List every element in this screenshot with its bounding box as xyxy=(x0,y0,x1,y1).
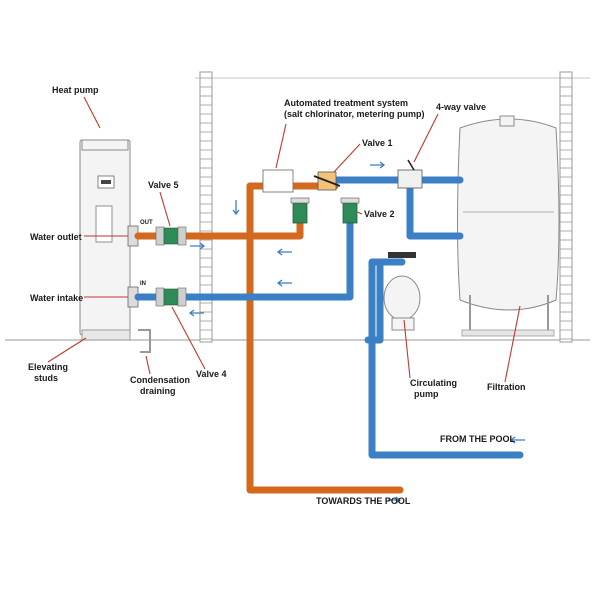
leader-circulating-pump xyxy=(403,319,411,379)
leader-valve-5 xyxy=(159,191,171,227)
filtration-tank xyxy=(457,115,560,337)
bypass-valve xyxy=(290,197,310,224)
label-valve-4: Valve 4 xyxy=(196,369,227,379)
label-from-the-pool: FROM THE POOL xyxy=(440,434,515,444)
in-tag: IN xyxy=(140,281,146,287)
label-condensation-draining: Condensation draining xyxy=(130,375,193,396)
valve-4 xyxy=(155,287,187,307)
valve-2 xyxy=(340,197,360,224)
label-circulating-pump: Circulating pump xyxy=(410,378,460,399)
valve-5 xyxy=(155,226,187,246)
elevating-studs-line-1: Elevating xyxy=(28,362,68,372)
label-four-way-valve: 4-way valve xyxy=(436,102,486,112)
condensation-drain-pipe xyxy=(138,329,151,353)
circulating-line-1: Circulating xyxy=(410,378,457,388)
label-elevating-studs: Elevating studs xyxy=(28,362,71,383)
cold-supply-pipes xyxy=(134,176,524,459)
four-way-valve xyxy=(397,159,423,189)
heat-pump-unit xyxy=(79,139,139,341)
condensation-line-2: draining xyxy=(140,386,176,396)
right-wall-column xyxy=(559,71,573,343)
label-water-outlet: Water outlet xyxy=(30,232,82,242)
label-heat-pump: Heat pump xyxy=(52,85,99,95)
leader-valve-1 xyxy=(333,143,361,173)
condensation-line-1: Condensation xyxy=(130,375,190,385)
circulating-pump xyxy=(383,252,421,331)
leader-treatment xyxy=(275,123,287,169)
label-valve-2: Valve 2 xyxy=(364,209,395,219)
label-valve-1: Valve 1 xyxy=(362,138,393,148)
flow-arrows xyxy=(188,161,525,504)
leader-heat-pump xyxy=(83,96,101,129)
leader-condensation xyxy=(145,355,151,375)
treatment-line-1: Automated treatment system xyxy=(284,98,408,108)
circulating-line-2: pump xyxy=(414,389,439,399)
left-wall-column xyxy=(199,71,213,343)
treatment-line-2: (salt chlorinator, metering pump) xyxy=(284,109,425,119)
label-filtration: Filtration xyxy=(487,382,526,392)
leader-valve-4 xyxy=(171,306,206,370)
leader-four-way-valve xyxy=(413,113,439,163)
treatment-system-box xyxy=(262,169,294,193)
label-treatment-system: Automated treatment system (salt chlorin… xyxy=(284,98,425,119)
label-water-intake: Water intake xyxy=(30,293,83,303)
leader-filtration xyxy=(504,305,521,383)
label-towards-the-pool: TOWARDS THE POOL xyxy=(316,496,411,506)
elevating-studs-line-2: studs xyxy=(34,373,58,383)
valve-1 xyxy=(313,171,341,191)
leader-elevating-studs xyxy=(47,337,87,363)
leader-valve-2 xyxy=(356,211,363,215)
out-tag: OUT xyxy=(140,220,153,226)
label-valve-5: Valve 5 xyxy=(148,180,179,190)
